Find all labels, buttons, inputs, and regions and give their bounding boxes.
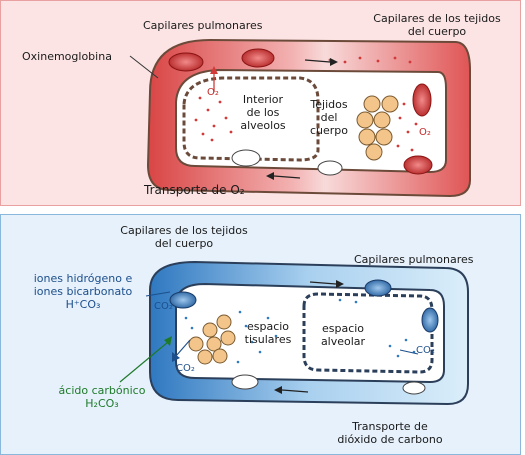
label-line: del [302,111,356,124]
label-line: Interior [232,93,294,106]
label-espacio-tisular: espacio tisulares [236,320,300,346]
label-o2-left: O₂ [207,86,219,99]
label-capilares-tejidos: Capilares de los tejidos del cuerpo [352,12,522,38]
label-line: espacio [236,320,300,333]
label-line: espacio [312,322,374,335]
label-capilares-tejidos-bottom: Capilares de los tejidos del cuerpo [104,224,264,250]
label-interior-alveolos: Interior de los alveolos [232,93,294,132]
label-line: iones hidrógeno e [16,272,150,285]
label-line: cuerpo [302,124,356,137]
label-co2-a: CO₂ [154,300,173,313]
label-line: Capilares de los tejidos [104,224,264,237]
label-line: H₂CO₃ [42,397,162,410]
rbc-icon [422,308,438,332]
label-acido-carbonico: ácido carbónico H₂CO₃ [42,384,162,410]
rbc-outline-icon [232,375,258,389]
label-tejidos-cuerpo: Tejidos del cuerpo [302,98,356,137]
rbc-icon [170,292,196,308]
label-line: Transporte de [320,420,460,433]
label-line: H⁺CO₃ [16,298,150,311]
label-line: ácido carbónico [42,384,162,397]
rbc-icon [404,156,432,174]
label-co2-c: CO₂ [416,344,435,357]
rbc-outline-icon [403,382,425,394]
top-title: Transporte de O₂ [144,184,245,197]
rbc-icon [169,53,203,71]
label-oxinemoglobina: Oxinemoglobina [22,50,112,63]
label-capilares-pulmonares-bottom: Capilares pulmonares [354,253,473,266]
rbc-outline-icon [318,161,342,175]
top-capillary-loop [130,40,470,196]
label-co2-b: CO₂ [176,362,195,375]
label-line: de los [232,106,294,119]
label-line: del cuerpo [352,25,522,38]
label-capilares-pulmonares: Capilares pulmonares [143,19,262,32]
label-espacio-alveolar: espacio alveolar [312,322,374,348]
rbc-icon [365,280,391,296]
rbc-outline-icon [232,150,260,166]
label-line: iones bicarbonato [16,285,150,298]
rbc-icon [242,49,274,67]
rbc-icon [413,84,431,116]
label-line: Capilares de los tejidos [352,12,522,25]
label-line: alveolar [312,335,374,348]
label-line: tisulares [236,333,300,346]
label-line: del cuerpo [104,237,264,250]
label-line: Tejidos [302,98,356,111]
label-line: alveolos [232,119,294,132]
bottom-title: Transporte de dióxido de carbono [320,420,460,446]
label-line: dióxido de carbono [320,433,460,446]
label-o2-right: O₂ [419,126,431,139]
label-iones: iones hidrógeno e iones bicarbonato H⁺CO… [16,272,150,311]
